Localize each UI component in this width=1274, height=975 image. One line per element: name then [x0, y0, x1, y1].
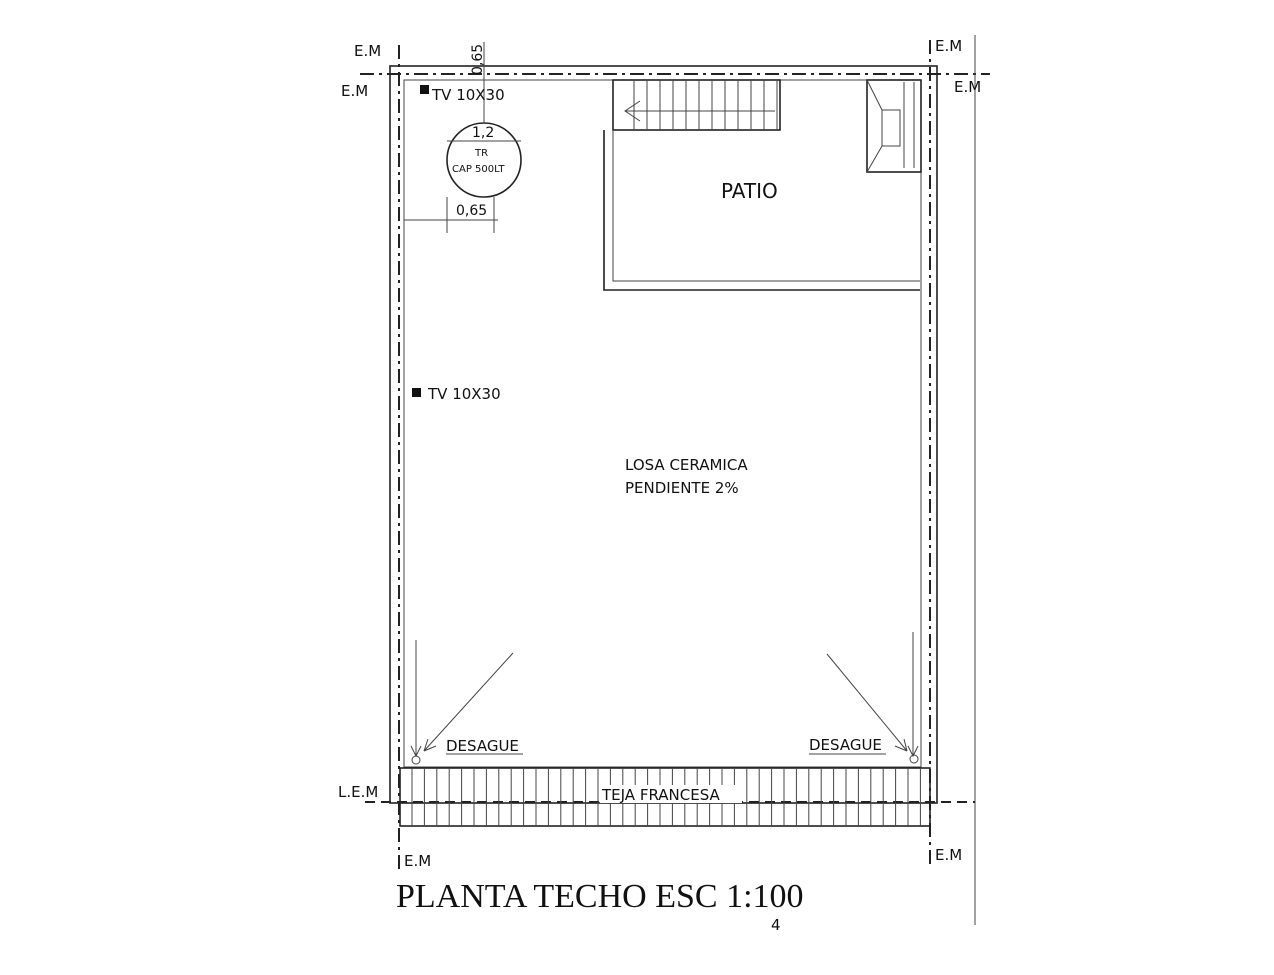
sink-basin — [881, 109, 901, 147]
drawing-title: PLANTA TECHO ESC 1:100 — [396, 878, 804, 915]
patio-outline — [603, 130, 920, 291]
dimension-vertical: 0,65 — [470, 44, 486, 75]
eave-label-backing — [600, 785, 742, 803]
patio-label: PATIO — [721, 179, 778, 203]
patio-outline-inner — [612, 130, 920, 282]
dimension-tank: 1,2 — [472, 125, 494, 141]
eave-strip — [399, 767, 931, 827]
axis-label-bottom-left: E.M — [404, 852, 431, 870]
eave-label: TEJA FRANCESA — [601, 786, 721, 804]
drain-arrow-right-down — [907, 632, 919, 758]
axis-label-top-right-upper: E.M — [935, 37, 962, 55]
roof-slope-label: PENDIENTE 2% — [625, 479, 739, 497]
axis-label-front-line: L.E.M — [338, 783, 378, 801]
drain-label-left: DESAGUE — [446, 737, 519, 755]
sink — [866, 79, 922, 173]
inner-wall — [403, 79, 922, 768]
drain-arrow-right — [826, 653, 908, 752]
roof-material-label: LOSA CERAMICA — [625, 456, 748, 474]
axis-label-top-left-upper: E.M — [354, 42, 381, 60]
vent-marker — [420, 85, 429, 94]
sink-detail — [866, 79, 915, 173]
stair — [612, 79, 781, 131]
tank-label-top: TR — [474, 148, 488, 159]
drain-outlet-left — [411, 755, 421, 765]
vent-label: TV 10X30 — [431, 86, 505, 104]
drain-arrow-left — [423, 652, 514, 752]
dimension-horizontal: 0,65 — [456, 203, 487, 219]
tile-lines — [411, 768, 921, 826]
axis-label-top-left-lower: E.M — [341, 82, 368, 100]
drain-arrow-left-down — [410, 640, 422, 758]
drain-label-right: DESAGUE — [809, 736, 882, 754]
axis-label-bottom-right: E.M — [935, 846, 962, 864]
vent-label: TV 10X30 — [427, 385, 501, 403]
stair-arrow — [624, 100, 775, 122]
tank-label-bottom: CAP 500LT — [452, 164, 505, 175]
vent-marker — [412, 388, 421, 397]
page-number: 4 — [771, 916, 781, 934]
drain-outlet-right — [909, 754, 919, 764]
axis-label-top-right-lower: E.M — [954, 78, 981, 96]
outer-wall — [389, 65, 938, 804]
stair-treads — [633, 80, 778, 130]
